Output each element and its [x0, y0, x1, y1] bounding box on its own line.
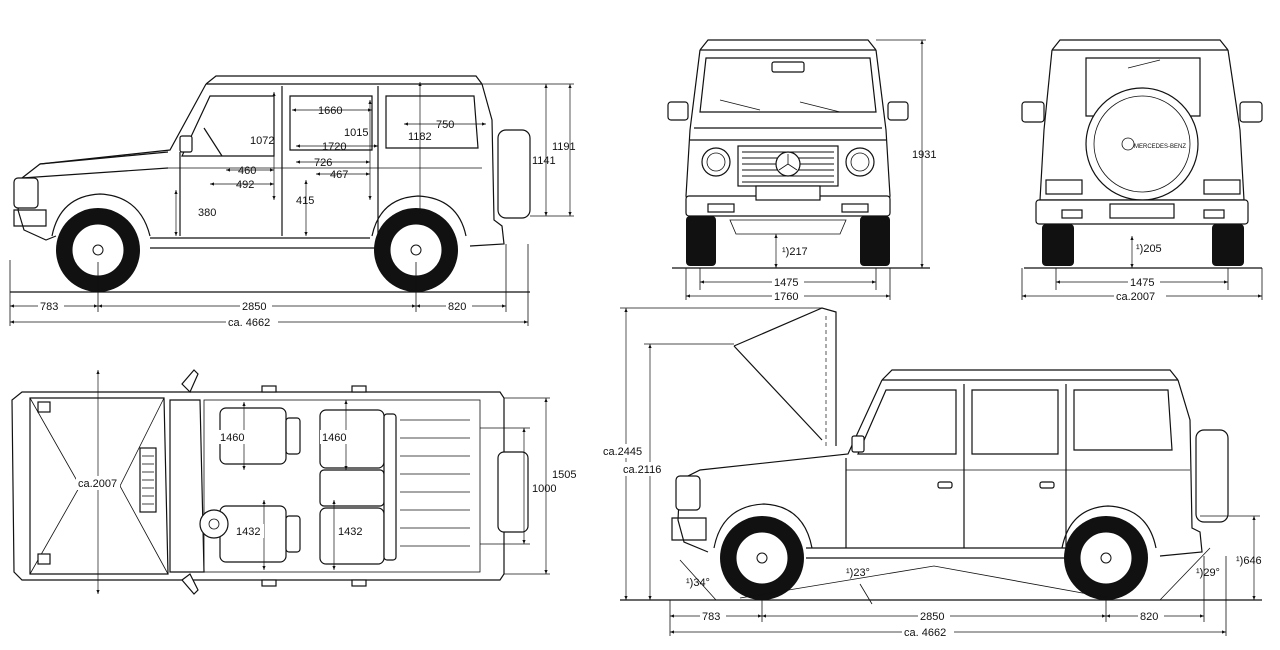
- dim-cargo-width: 1505: [552, 469, 576, 481]
- top-view-body: [11, 369, 529, 595]
- dim-front-ground-clearance: ¹)217: [782, 246, 808, 258]
- rear-view-wheels: [1042, 224, 1244, 266]
- dim-rear-seat-height: 415: [296, 195, 314, 207]
- rear-view-dims: ¹)205 1475 ca.2007: [1021, 236, 1263, 303]
- dim-rear-overhang: 820: [448, 301, 466, 313]
- dim-front-shoulder: 1460: [220, 432, 244, 444]
- spare-wheel-badge: MERCEDES-BENZ: [1134, 144, 1186, 150]
- dim-front-seat-depth: 460: [238, 165, 256, 177]
- dim-wheelbase: 2850: [242, 301, 266, 313]
- dim-bonnet-rear-overhang: 820: [1140, 611, 1158, 623]
- dim-rear-seat-length: 467: [330, 169, 348, 181]
- dim-front-seat-height: 380: [198, 207, 216, 219]
- side-view-interior-dims: 1072 1660 1015 1720 1182 750 460 492 726…: [174, 82, 486, 236]
- dim-bonnet-front-overhang: 783: [702, 611, 720, 623]
- dim-front-hip: 1432: [236, 526, 260, 538]
- dim-rear-shoulder: 1460: [322, 432, 346, 444]
- side-view: 1072 1660 1015 1720 1182 750 460 492 726…: [9, 75, 576, 329]
- top-view: ca.2007 1460 1460 1432 1432 1505 1000: [11, 369, 576, 595]
- dim-headroom-rear: 1015: [344, 127, 368, 139]
- dim-cargo-height: 1182: [408, 131, 432, 143]
- dim-interior-length: 1720: [322, 141, 346, 153]
- bonnet-open-body: [671, 307, 1229, 559]
- dim-breakover-angle: ¹)23°: [846, 567, 870, 579]
- dim-height-roof: ca.2116: [623, 464, 661, 476]
- dim-front-width: 1760: [774, 291, 798, 303]
- front-view: 1931 ¹)217 1475 1760: [667, 39, 936, 303]
- dim-legroom-rear: 1660: [318, 105, 342, 117]
- bonnet-open-view: ca.2445 ca.2116 ¹)34° ¹)23° ¹)29° ¹)646 …: [600, 307, 1262, 639]
- side-view-wheels: [56, 208, 458, 292]
- dim-bonnet-length-overall: ca. 4662: [904, 627, 946, 639]
- dim-top-width: ca.2007: [78, 478, 117, 490]
- dim-bonnet-wheelbase: 2850: [920, 611, 944, 623]
- top-view-dims: ca.2007 1460 1460 1432 1432 1505 1000: [76, 370, 576, 594]
- dim-length-overall: ca. 4662: [228, 317, 270, 329]
- front-view-dims: 1931 ¹)217 1475 1760: [685, 39, 936, 303]
- dim-approach-angle: ¹)34°: [686, 577, 710, 589]
- rear-view: MERCEDES-BENZ ¹)205 1475: [1021, 39, 1263, 303]
- dim-rear-hip: 1432: [338, 526, 362, 538]
- dim-rear-ground-clearance: ¹)205: [1136, 243, 1162, 255]
- dim-cargo-length: 750: [436, 119, 454, 131]
- bonnet-open-wheels: [720, 516, 1148, 600]
- front-view-body: [667, 39, 909, 217]
- dim-cargo-width-arches: 1000: [532, 483, 556, 495]
- dim-headroom-front: 1072: [250, 135, 274, 147]
- dim-rear-seat-depth: 726: [314, 157, 332, 169]
- rear-view-body: MERCEDES-BENZ: [1021, 39, 1263, 225]
- side-view-length-dims: 783 2850 820 ca. 4662: [9, 244, 529, 329]
- side-view-body: [13, 75, 531, 249]
- dim-rear-width: ca.2007: [1116, 291, 1155, 303]
- dim-height-overall: 1191: [552, 141, 576, 153]
- dim-height-bonnet-open: ca.2445: [603, 446, 642, 458]
- dim-front-track: 1475: [774, 277, 798, 289]
- dim-rear-track: 1475: [1130, 277, 1154, 289]
- bonnet-open-dims: ca.2445 ca.2116 ¹)34° ¹)23° ¹)29° ¹)646 …: [600, 307, 1262, 639]
- dim-front-overhang: 783: [40, 301, 58, 313]
- dim-front-height: 1931: [912, 149, 936, 161]
- side-view-height-dims: 1141 1191: [482, 83, 576, 217]
- dim-departure-angle: ¹)29°: [1196, 567, 1220, 579]
- dim-step-height: ¹)646: [1236, 555, 1262, 567]
- front-view-wheels: [686, 216, 890, 266]
- dim-front-seat-to-pedal: 492: [236, 179, 254, 191]
- dim-body-height: 1141: [532, 155, 556, 167]
